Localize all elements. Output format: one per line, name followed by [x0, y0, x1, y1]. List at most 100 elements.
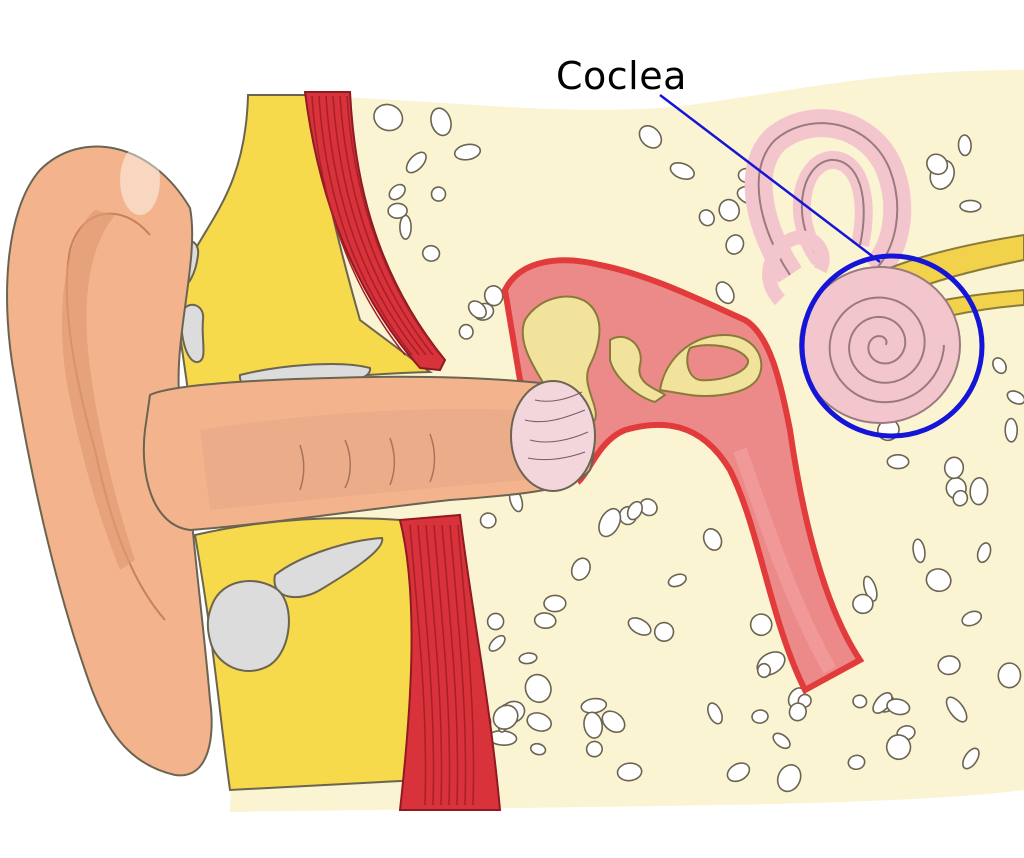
bone-pore — [467, 300, 487, 319]
bone-pore — [886, 453, 910, 470]
bone-pore — [387, 202, 408, 220]
bone-pore — [912, 538, 926, 564]
bone-pore — [421, 244, 441, 262]
muscle-fiber — [332, 95, 427, 356]
bone-pore — [524, 673, 552, 704]
cochlea-label: Coclea — [556, 54, 687, 98]
bone-pore — [486, 612, 505, 631]
bone-pore — [957, 134, 972, 157]
bone-pore — [962, 747, 980, 770]
bone-pore — [543, 594, 567, 613]
cochlea-spiral — [828, 296, 945, 404]
eardrum — [510, 380, 596, 492]
bone-pore — [772, 732, 791, 750]
bone-pores — [361, 103, 1024, 793]
bone-pore — [852, 694, 868, 709]
muscle-fiber — [433, 524, 451, 806]
bone-pore — [479, 512, 497, 529]
bone-pore — [399, 214, 412, 240]
bone-pore — [585, 740, 603, 758]
bone-pore — [669, 161, 695, 181]
bone-pore — [961, 610, 983, 627]
bone-pore — [756, 662, 772, 679]
bone-pore — [726, 762, 751, 783]
bone-pore — [715, 281, 735, 305]
bone-pore — [533, 612, 557, 630]
muscle-fiber — [409, 524, 427, 806]
bone-pore — [945, 696, 968, 723]
stapes-opening — [686, 344, 749, 382]
bone-pore — [969, 477, 989, 506]
bone-pore — [626, 500, 643, 521]
muscle-fiber — [457, 524, 475, 806]
bone-pore — [616, 762, 643, 782]
bone-pore — [518, 652, 538, 665]
bone-pore — [749, 613, 773, 637]
semicircular-canals — [744, 109, 912, 305]
canal-ridges — [299, 433, 436, 491]
bone-pore — [992, 357, 1007, 375]
bone-pore — [667, 573, 687, 588]
bone-pore — [492, 704, 519, 730]
callout-circle — [799, 253, 985, 439]
bone-pore — [601, 710, 626, 733]
bone-pore — [852, 593, 874, 615]
bone-pore — [776, 764, 802, 793]
bone-pore — [997, 662, 1022, 689]
bone-pore — [926, 153, 949, 176]
bone-pore — [943, 456, 965, 480]
bone-pore — [952, 489, 969, 507]
muscle-fiber — [346, 95, 441, 356]
bone-pore — [937, 655, 961, 676]
callout-line — [659, 94, 881, 263]
bone-pore — [570, 557, 591, 581]
bone-pore — [388, 183, 406, 201]
bone-pore — [529, 742, 547, 756]
eustachian-tube — [733, 447, 837, 674]
bone-pore — [405, 151, 427, 174]
bone-pore — [373, 103, 404, 132]
bone-pore — [453, 143, 482, 161]
bone-pore — [627, 617, 652, 636]
bone-pore — [725, 234, 745, 255]
middle-ear-cavity — [501, 257, 865, 695]
muscle-fiber — [339, 95, 434, 356]
bone-pore — [702, 528, 723, 551]
bone-pore — [430, 186, 447, 202]
ear-canal-inner — [200, 408, 525, 510]
bone-pore — [959, 199, 982, 213]
bone-pore — [430, 107, 452, 137]
bone-pore — [639, 498, 658, 517]
muscle-fiber — [425, 524, 443, 806]
bone-pore — [458, 323, 474, 340]
bone-pore — [886, 698, 911, 716]
bone-pore — [718, 198, 741, 222]
bone-pore — [698, 209, 715, 227]
bone-pore — [1004, 417, 1019, 443]
bone-pore — [751, 709, 769, 724]
bone-pore — [1006, 390, 1024, 405]
muscle-fiber — [311, 95, 406, 356]
muscle-fiber — [318, 95, 413, 356]
bone-pore — [788, 702, 807, 722]
bone-pore — [488, 634, 506, 652]
bone-pore — [847, 754, 866, 771]
eardrum-lines — [524, 391, 589, 461]
bone-pore — [598, 507, 622, 538]
bone-pore — [885, 734, 912, 761]
bone-pore — [583, 711, 604, 739]
bone-pore — [707, 702, 723, 725]
bone-pore — [638, 125, 663, 149]
bone-pore — [653, 621, 675, 643]
auricle-fold-shadow — [62, 210, 136, 570]
bone-pore — [925, 568, 952, 593]
muscle-fiber — [441, 524, 459, 806]
bone-pore — [976, 542, 992, 564]
bone-pore — [526, 712, 553, 732]
muscle-fiber — [417, 524, 435, 806]
muscle-fiber — [449, 524, 467, 806]
muscle-fibers — [311, 95, 475, 806]
auricle-highlight — [120, 145, 160, 215]
muscle-fiber — [325, 95, 420, 356]
